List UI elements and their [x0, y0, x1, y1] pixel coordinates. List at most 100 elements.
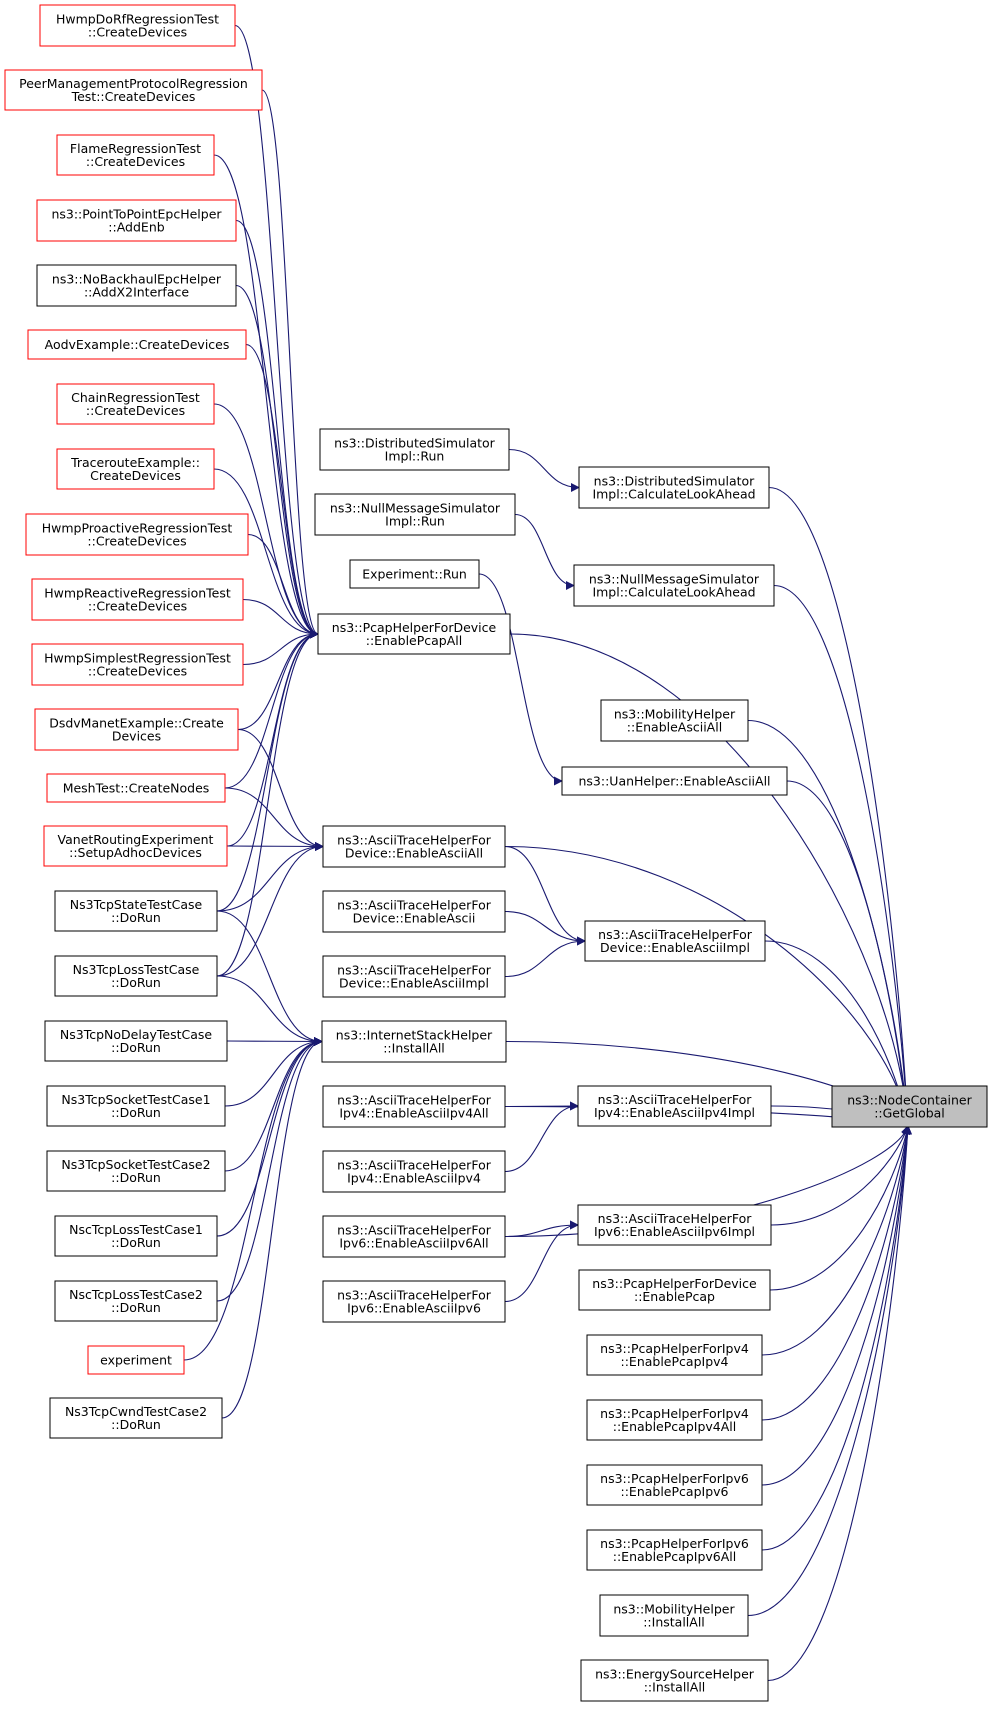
node-box[interactable] — [39, 4, 236, 47]
node-ns3-asciitracehelperfor-ipv4-enableasciiipv4[interactable]: ns3::AsciiTraceHelperForIpv4::EnableAsci… — [322, 1150, 506, 1193]
node-nsctcplosstestcase1-dorun[interactable]: NscTcpLossTestCase1::DoRun — [54, 1215, 218, 1257]
node-box[interactable] — [580, 1659, 769, 1702]
node-ns3tcpsockettestcase1-dorun[interactable]: Ns3TcpSocketTestCase1::DoRun — [46, 1085, 226, 1127]
node-box[interactable] — [43, 825, 228, 867]
node-box[interactable] — [314, 493, 516, 536]
node-ns3tcpcwndtestcase2-dorun[interactable]: Ns3TcpCwndTestCase2::DoRun — [49, 1397, 223, 1439]
node-box[interactable] — [322, 955, 506, 998]
node-ns3-nullmessagesimulator-impl-calculatelookahead[interactable]: ns3::NullMessageSimulatorImpl::Calculate… — [573, 564, 775, 607]
node-box[interactable] — [322, 1215, 506, 1258]
node-box[interactable] — [87, 1345, 185, 1375]
node-ns3tcpstatetestcase-dorun[interactable]: Ns3TcpStateTestCase::DoRun — [54, 890, 218, 932]
node-box[interactable] — [586, 1399, 763, 1441]
node-ns3-pointtopointepchelper-addenb[interactable]: ns3::PointToPointEpcHelper::AddEnb — [36, 199, 237, 242]
node-box[interactable] — [586, 1334, 763, 1376]
node-ns3-pcaphelperfordevice-enablepcap[interactable]: ns3::PcapHelperForDevice::EnablePcap — [578, 1269, 771, 1311]
node-ns3-asciitracehelperfor-ipv4-enableasciiipv4impl[interactable]: ns3::AsciiTraceHelperForIpv4::EnableAsci… — [577, 1085, 772, 1127]
node-box[interactable] — [31, 643, 244, 686]
node-box[interactable] — [599, 1594, 749, 1637]
node-ns3-asciitracehelperfor-ipv6-enableasciiipv6all[interactable]: ns3::AsciiTraceHelperForIpv6::EnableAsci… — [322, 1215, 506, 1258]
node-ns3-mobilityhelper-installall[interactable]: ns3::MobilityHelper::InstallAll — [599, 1594, 749, 1637]
node-box[interactable] — [31, 578, 244, 621]
node-flameregressiontest-createdevices[interactable]: FlameRegressionTest::CreateDevices — [56, 134, 215, 176]
node-ns3-asciitracehelperfor-ipv4-enableasciiipv4all[interactable]: ns3::AsciiTraceHelperForIpv4::EnableAsci… — [322, 1085, 506, 1128]
node-box[interactable] — [46, 1150, 226, 1192]
node-box[interactable] — [577, 1204, 772, 1246]
node-box[interactable] — [319, 428, 510, 471]
node-experiment-run[interactable]: Experiment::Run — [349, 559, 480, 589]
node-box[interactable] — [54, 1215, 218, 1257]
node-ns3-mobilityhelper-enableasciiall[interactable]: ns3::MobilityHelper::EnableAsciiAll — [600, 699, 749, 742]
node-hwmpsimplestregressiontest-createdevices[interactable]: HwmpSimplestRegressionTest::CreateDevice… — [31, 643, 244, 686]
node-box[interactable] — [600, 699, 749, 742]
node-ns3-pcaphelperforipv6-enablepcapipv6all[interactable]: ns3::PcapHelperForIpv6::EnablePcapIpv6Al… — [586, 1529, 763, 1571]
node-box[interactable] — [54, 955, 218, 997]
node-box[interactable] — [46, 1085, 226, 1127]
node-ns3-uanhelper-enableasciiall[interactable]: ns3::UanHelper::EnableAsciiAll — [561, 766, 788, 796]
node-box[interactable] — [322, 825, 506, 868]
node-box[interactable] — [317, 613, 511, 655]
node-nsctcplosstestcase2-dorun[interactable]: NscTcpLossTestCase2::DoRun — [54, 1280, 218, 1322]
node-box[interactable] — [584, 920, 766, 962]
node-aodvexample-createdevices[interactable]: AodvExample::CreateDevices — [27, 329, 247, 360]
node-ns3tcplosstestcase-dorun[interactable]: Ns3TcpLossTestCase::DoRun — [54, 955, 218, 997]
node-vanetroutingexperiment-setupadhocdevices[interactable]: VanetRoutingExperiment::SetupAdhocDevice… — [43, 825, 228, 867]
node-box[interactable] — [322, 890, 506, 933]
node-box[interactable] — [578, 466, 770, 509]
node-box[interactable] — [25, 513, 249, 556]
node-ns3-pcaphelperforipv4-enablepcapipv4all[interactable]: ns3::PcapHelperForIpv4::EnablePcapIpv4Al… — [586, 1399, 763, 1441]
node-box[interactable] — [322, 1085, 506, 1128]
node-box[interactable] — [586, 1529, 763, 1571]
node-box[interactable] — [321, 1020, 507, 1063]
node-ns3-asciitracehelperfor-ipv6-enableasciiipv6impl[interactable]: ns3::AsciiTraceHelperForIpv6::EnableAsci… — [577, 1204, 772, 1246]
node-box[interactable] — [4, 69, 263, 111]
node-ns3-nodecontainer-getglobal[interactable]: ns3::NodeContainer::GetGlobal — [831, 1085, 988, 1128]
node-box[interactable] — [322, 1150, 506, 1193]
node-box[interactable] — [578, 1269, 771, 1311]
node-hwmpproactiveregressiontest-createdevices[interactable]: HwmpProactiveRegressionTest::CreateDevic… — [25, 513, 249, 556]
node-chainregressiontest-createdevices[interactable]: ChainRegressionTest::CreateDevices — [56, 383, 215, 425]
node-hwmpreactiveregressiontest-createdevices[interactable]: HwmpReactiveRegressionTest::CreateDevice… — [31, 578, 244, 621]
node-box[interactable] — [573, 564, 775, 607]
node-hwmpdorfregressiontest-createdevices[interactable]: HwmpDoRfRegressionTest::CreateDevices — [39, 4, 236, 47]
node-ns3tcpnodelaytestcase-dorun[interactable]: Ns3TcpNoDelayTestCase::DoRun — [44, 1020, 228, 1062]
node-ns3-nobackhaulepchelper-addx2interface[interactable]: ns3::NoBackhaulEpcHelper::AddX2Interface — [36, 264, 237, 307]
node-ns3-distributedsimulator-impl-calculatelookahead[interactable]: ns3::DistributedSimulatorImpl::Calculate… — [578, 466, 770, 509]
node-box[interactable] — [46, 773, 226, 803]
node-box[interactable] — [322, 1280, 506, 1323]
node-box[interactable] — [27, 329, 247, 360]
node-ns3tcpsockettestcase2-dorun[interactable]: Ns3TcpSocketTestCase2::DoRun — [46, 1150, 226, 1192]
node-box[interactable] — [34, 708, 239, 751]
node-ns3-asciitracehelperfor-device-enableascii[interactable]: ns3::AsciiTraceHelperForDevice::EnableAs… — [322, 890, 506, 933]
node-ns3-internetstackhelper-installall[interactable]: ns3::InternetStackHelper::InstallAll — [321, 1020, 507, 1063]
node-ns3-pcaphelperforipv4-enablepcapipv4[interactable]: ns3::PcapHelperForIpv4::EnablePcapIpv4 — [586, 1334, 763, 1376]
node-dsdvmanetexample-create-devices[interactable]: DsdvManetExample::CreateDevices — [34, 708, 239, 751]
node-ns3-energysourcehelper-installall[interactable]: ns3::EnergySourceHelper::InstallAll — [580, 1659, 769, 1702]
node-meshtest-createnodes[interactable]: MeshTest::CreateNodes — [46, 773, 226, 803]
node-experiment[interactable]: experiment — [87, 1345, 185, 1375]
node-ns3-pcaphelperforipv6-enablepcapipv6[interactable]: ns3::PcapHelperForIpv6::EnablePcapIpv6 — [586, 1464, 763, 1506]
node-ns3-asciitracehelperfor-device-enableasciiall[interactable]: ns3::AsciiTraceHelperForDevice::EnableAs… — [322, 825, 506, 868]
node-peermanagementprotocolregression-test-createdevices[interactable]: PeerManagementProtocolRegressionTest::Cr… — [4, 69, 263, 111]
node-box[interactable] — [577, 1085, 772, 1127]
node-box[interactable] — [586, 1464, 763, 1506]
node-ns3-asciitracehelperfor-ipv6-enableasciiipv6[interactable]: ns3::AsciiTraceHelperForIpv6::EnableAsci… — [322, 1280, 506, 1323]
node-ns3-pcaphelperfordevice-enablepcapall[interactable]: ns3::PcapHelperForDevice::EnablePcapAll — [317, 613, 511, 655]
node-box[interactable] — [831, 1085, 988, 1128]
node-ns3-asciitracehelperfor-device-enableasciiimpl[interactable]: ns3::AsciiTraceHelperForDevice::EnableAs… — [584, 920, 766, 962]
node-box[interactable] — [56, 134, 215, 176]
node-box[interactable] — [349, 559, 480, 589]
node-box[interactable] — [36, 199, 237, 242]
node-box[interactable] — [36, 264, 237, 307]
node-box[interactable] — [54, 890, 218, 932]
node-ns3-asciitracehelperfor-device-enableasciiimpl[interactable]: ns3::AsciiTraceHelperForDevice::EnableAs… — [322, 955, 506, 998]
node-box[interactable] — [56, 383, 215, 425]
node-box[interactable] — [56, 448, 215, 490]
node-box[interactable] — [54, 1280, 218, 1322]
node-box[interactable] — [49, 1397, 223, 1439]
node-tracerouteexample-createdevices[interactable]: TracerouteExample::CreateDevices — [56, 448, 215, 490]
node-box[interactable] — [561, 766, 788, 796]
node-box[interactable] — [44, 1020, 228, 1062]
